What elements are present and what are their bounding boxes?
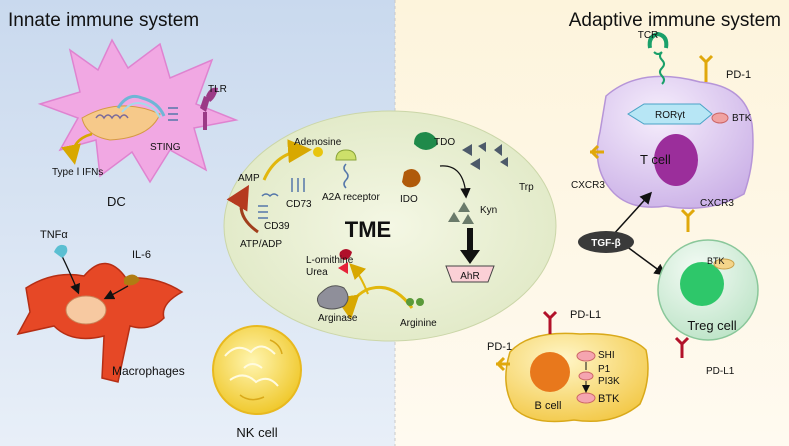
nk-cell	[212, 325, 302, 415]
macrophage-cell	[16, 244, 184, 383]
t-cell	[589, 31, 754, 210]
adenosine-pathway	[226, 139, 357, 234]
btk-t-label: BTK	[732, 113, 752, 124]
dc-label: DC	[107, 194, 126, 209]
dc-ifn-arrow	[61, 132, 93, 165]
cd73-label: CD73	[286, 199, 312, 210]
adenosine-label: Adenosine	[294, 137, 342, 148]
ahr-label: AhR	[460, 271, 479, 282]
pd1-t-label: PD-1	[726, 69, 751, 81]
tcell-label: T cell	[640, 152, 671, 167]
ifn-label: Type Ⅰ IFNs	[52, 167, 103, 178]
atp-label: ATP/ADP	[240, 239, 282, 250]
tlr-label: TLR	[208, 84, 227, 95]
il6-molecule	[124, 274, 140, 286]
trp-label: Trp	[519, 182, 534, 193]
il6-label: IL-6	[132, 249, 151, 261]
tgf-beta	[578, 191, 667, 276]
amp-label: AMP	[238, 173, 260, 184]
tnf-label: TNFα	[40, 229, 68, 241]
bcell-label: B cell	[535, 400, 562, 412]
treg-cell	[657, 208, 759, 358]
tryptophan-pathway	[402, 132, 508, 283]
macrophage-label: Macrophages	[112, 364, 185, 378]
adaptive-title: Adaptive immune system	[569, 10, 781, 31]
arginase-label: Arginase	[318, 313, 358, 324]
cxcr3-treg-label: CXCR3	[700, 198, 734, 209]
pdl1-b-label: PD-L1	[570, 309, 601, 321]
ror-label: RORγt	[655, 110, 685, 121]
btk-b-label: BTK	[598, 393, 620, 405]
p1-label: P1	[598, 364, 611, 375]
sting-label: STING	[150, 142, 181, 153]
dc-cell	[37, 38, 239, 184]
pdl1-treg-label: PD-L1	[706, 366, 735, 377]
tgf-label: TGF-β	[591, 238, 620, 249]
b-cell	[495, 310, 649, 423]
tme-title: TME	[345, 217, 391, 242]
tme-ellipse	[223, 110, 557, 342]
pi3k-label: PI3K	[598, 376, 620, 387]
cd39-label: CD39	[264, 221, 290, 232]
l-ornithine-label: L-ornithine	[306, 255, 354, 266]
kyn-label: Kyn	[480, 205, 497, 216]
nk-label: NK cell	[236, 425, 277, 440]
innate-title: Innate immune system	[8, 10, 199, 31]
cxcr3-t-label: CXCR3	[571, 180, 605, 191]
tdo-label: TDO	[434, 137, 455, 148]
a2a-label: A2A receptor	[322, 192, 380, 203]
il6-arrow	[103, 285, 129, 300]
treg-label: Treg cell	[687, 318, 736, 333]
tnf-molecule	[54, 244, 68, 258]
arginine-label: Arginine	[400, 318, 437, 329]
tcr-label: TCR	[638, 30, 659, 41]
urea-label: Urea	[306, 267, 328, 278]
shi-label: SHI	[598, 350, 615, 361]
arginine-pathway	[316, 249, 424, 320]
btk-treg-label: BTK	[707, 256, 725, 266]
ido-label: IDO	[400, 194, 418, 205]
pd1-b-label: PD-1	[487, 341, 512, 353]
